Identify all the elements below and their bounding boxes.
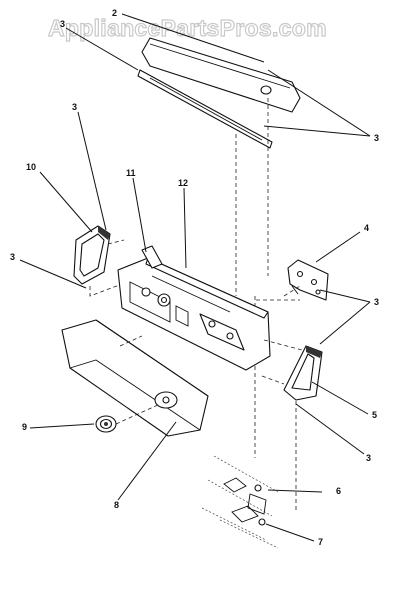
callout-8: 8 [114,500,119,510]
alignment-line [283,285,301,297]
part-6-7-lower-hardware [201,455,279,549]
part-8-front-panel [61,319,209,437]
leader-lines [19,13,371,542]
callout-10: 10 [26,162,36,172]
callout-5: 5 [372,410,377,420]
callout-3: 3 [374,297,379,307]
alignment-line [107,239,125,245]
part-4-bracket [287,259,329,301]
part-10-left-end-cap [73,225,111,285]
watermark-text: AppliancePartsPros.com [48,15,327,41]
callout-12: 12 [178,178,188,188]
part-rail [137,69,273,149]
callout-7: 7 [318,537,323,547]
alignment-line [261,375,285,385]
callout-3: 3 [72,102,77,112]
part-2-top-trim [141,37,301,113]
alignment-line [115,403,161,425]
callout-4: 4 [364,223,369,233]
callout-3: 3 [10,252,15,262]
callout-6: 6 [336,486,341,496]
part-5-right-end-cap [283,345,323,401]
part-9-knob [95,415,117,433]
callout-labels: 2 3 3 10 11 12 3 3 4 3 5 3 9 6 8 7 [10,8,379,547]
callout-3: 3 [374,133,379,143]
callout-3: 3 [60,19,65,29]
alignment-line [89,283,123,297]
callout-9: 9 [22,422,27,432]
callout-3: 3 [366,453,371,463]
callout-2: 2 [112,8,117,18]
part-11-tab [141,245,163,269]
callout-11: 11 [126,168,136,178]
